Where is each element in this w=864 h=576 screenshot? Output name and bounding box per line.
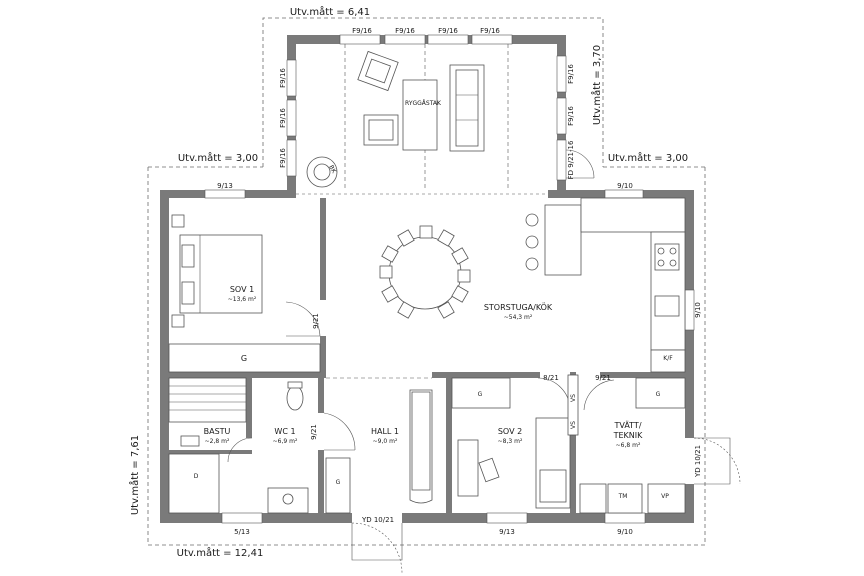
window-label-right-door: FD 9/21-16 (567, 140, 575, 179)
door-label-tvatt: 9/21 (595, 374, 611, 382)
window-label-right-2: F9/16 (567, 106, 575, 126)
sov1-area: ~13,6 m² (228, 296, 257, 303)
hall1-name: HALL 1 (371, 427, 399, 436)
tvatt-name-2: TEKNIK (613, 431, 644, 440)
dimension-left-side: Utv.mått = 7,61 (128, 435, 141, 515)
outline-dimension-lines (147, 17, 706, 546)
vs-strip (567, 374, 579, 436)
sov1-name: SOV 1 (230, 285, 254, 294)
dimension-top: Utv.mått = 6,41 (290, 5, 370, 18)
window-label-top-4: F9/16 (480, 27, 500, 35)
hall-wardrobe-label: G (336, 479, 341, 486)
dimension-bottom: Utv.mått = 12,41 (177, 546, 264, 559)
bastu-furniture (168, 377, 253, 514)
kf-label: K/F (663, 355, 673, 362)
tvatt-name-1: TVÄTT/ (613, 420, 641, 430)
tvatt-area: ~6,8 m² (616, 442, 641, 449)
window-openings (204, 34, 695, 524)
door-label-sov2: 8/21 (543, 374, 559, 382)
door-label-wc1: 9/21 (310, 424, 318, 440)
window-label-left-2: F9/16 (279, 108, 287, 128)
veranda-label: RYGGÅSTAK (405, 100, 442, 107)
window-label-top-2: F9/16 (395, 27, 415, 35)
window-label-kitchen-right: 9/10 (694, 302, 702, 318)
vs-label-1: VS (570, 394, 577, 402)
veranda-furniture (306, 44, 595, 190)
window-label-left-3: F9/16 (279, 148, 287, 168)
sov2-wardrobe-label: G (478, 391, 483, 398)
window-label-top-3: F9/16 (438, 27, 458, 35)
window-label-top-1: F9/16 (352, 27, 372, 35)
vp-label: VP (661, 493, 669, 500)
sov2-furniture (451, 377, 571, 509)
storstuga-name: STORSTUGA/KÖK (484, 302, 553, 312)
tvatt-furniture (579, 377, 741, 514)
storstuga-area: ~54,3 m² (504, 314, 533, 321)
bastu-name: BASTU (204, 427, 231, 436)
door-label-entry-bottom: YD 10/21 (361, 516, 394, 524)
dimension-right-side: Utv.mått = 3,70 (590, 45, 603, 125)
wc1-furniture (267, 381, 356, 514)
sov2-name: SOV 2 (498, 427, 522, 436)
sov1-wardrobe-label: G (241, 354, 247, 363)
window-label-bastu: 5/13 (234, 528, 250, 536)
window-label-sov1: 9/13 (217, 182, 233, 190)
tvatt-wardrobe-label: G (656, 391, 661, 398)
door-label-entry-right: YD 10/21 (694, 445, 702, 478)
tm-label: TM (618, 493, 628, 500)
wc1-name: WC 1 (274, 427, 295, 436)
d-label: D (194, 473, 199, 480)
window-label-right-1: F9/16 (567, 64, 575, 84)
window-label-tvatt: 9/10 (617, 528, 633, 536)
window-label-kitchen-top: 9/10 (617, 182, 633, 190)
window-label-sov2: 9/13 (499, 528, 515, 536)
door-label-sov1: 9/21 (312, 313, 320, 329)
dining-furniture (379, 225, 471, 319)
hall1-area: ~9,0 m² (373, 438, 398, 445)
stove-label: BK (327, 164, 338, 175)
kitchen-furniture (525, 197, 686, 373)
dimension-left-upper: Utv.mått = 3,00 (178, 151, 258, 164)
window-label-left-1: F9/16 (279, 68, 287, 88)
vs-label-2: VS (570, 421, 577, 429)
bastu-area: ~2,8 m² (205, 438, 230, 445)
sov2-area: ~8,3 m² (498, 438, 523, 445)
wc1-area: ~6,9 m² (273, 438, 298, 445)
sov1-furniture (168, 214, 321, 373)
hall1-furniture (325, 377, 433, 574)
dimension-right-upper: Utv.mått = 3,00 (608, 151, 688, 164)
